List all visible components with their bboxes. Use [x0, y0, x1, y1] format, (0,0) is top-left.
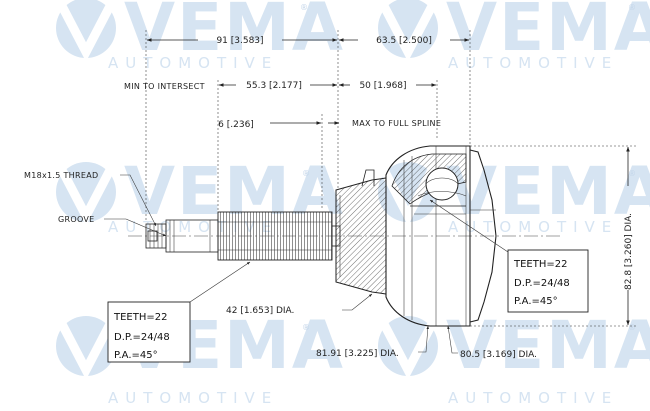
joint-ball — [425, 167, 459, 201]
watermark-top-left: VEMA ® AUTOMOTIVE — [56, 0, 345, 72]
spec-box-outer: TEETH=22 D.P.=24/48 P.A.=45° — [429, 199, 589, 313]
watermark-registered-mark: ® — [302, 169, 310, 178]
spec-outer-teeth: TEETH=22 — [513, 259, 567, 270]
seal-bracket — [361, 169, 375, 187]
dimension-lines: 91 [3.583] 63.5 [2.500] MIN TO INTERSECT… — [24, 30, 636, 360]
watermark-brand-text: VEMA — [124, 0, 345, 66]
dim-overall-left: 91 [3.583] — [216, 36, 263, 46]
dim-seal-diameter: 42 [1.653] DIA. — [226, 306, 294, 316]
dim-housing-diameter: 80.5 [3.169] DIA. — [460, 350, 537, 360]
spec-inner-pa: P.A.=45° — [114, 350, 158, 361]
watermark-tagline: AUTOMOTIVE — [108, 389, 278, 407]
watermark-registered-mark: ® — [302, 323, 310, 332]
watermark-brand-text: VEMA — [446, 153, 650, 230]
dim-outer-diameter: 82.8 [3.260] DIA. — [624, 213, 634, 290]
seal-flange — [335, 177, 387, 295]
watermark-brand-text: VEMA — [446, 0, 650, 66]
watermark-registered-mark: ® — [628, 169, 636, 178]
cv-joint-part — [128, 145, 560, 327]
watermark-bottom-right: VEMA ® AUTOMOTIVE — [378, 307, 650, 407]
dim-boot-diameter: 81.91 [3.225] DIA. — [316, 349, 399, 359]
dim-overall-right: 63.5 [2.500] — [376, 36, 432, 46]
outer-stub — [469, 149, 497, 323]
watermark-tagline: AUTOMOTIVE — [448, 54, 618, 72]
label-groove: GROOVE — [58, 215, 95, 224]
cotter-hole — [147, 230, 158, 242]
label-max-full-spline: MAX TO FULL SPLINE — [352, 119, 441, 128]
watermark-bottom-left: VEMA ® AUTOMOTIVE — [56, 307, 343, 407]
dim-groove-offset: 6 [.236] — [218, 120, 254, 130]
dim-max-spline: 50 [1.968] — [359, 81, 406, 91]
dim-min-to-intersect: 55.3 [2.177] — [246, 81, 302, 91]
spec-box-inner: TEETH=22 D.P.=24/48 P.A.=45° — [107, 261, 251, 363]
watermark-tagline: AUTOMOTIVE — [448, 218, 618, 236]
watermark-tagline: AUTOMOTIVE — [448, 389, 618, 407]
spec-outer-pa: P.A.=45° — [514, 296, 558, 307]
splined-shaft — [217, 211, 333, 261]
watermark-tagline: AUTOMOTIVE — [108, 54, 278, 72]
spec-inner-dp: D.P.=24/48 — [114, 332, 170, 343]
watermark-registered-mark: ® — [628, 3, 636, 12]
watermark-registered-mark: ® — [628, 323, 636, 332]
watermark-registered-mark: ® — [300, 3, 308, 12]
label-min-to-intersect: MIN TO INTERSECT — [124, 82, 205, 91]
watermark-brand-text: VEMA — [446, 307, 650, 384]
watermark-top-right: VEMA ® AUTOMOTIVE — [378, 0, 650, 72]
spec-outer-dp: D.P.=24/48 — [514, 278, 570, 289]
spec-inner-teeth: TEETH=22 — [113, 312, 167, 323]
label-thread: M18x1.5 THREAD — [24, 171, 98, 180]
